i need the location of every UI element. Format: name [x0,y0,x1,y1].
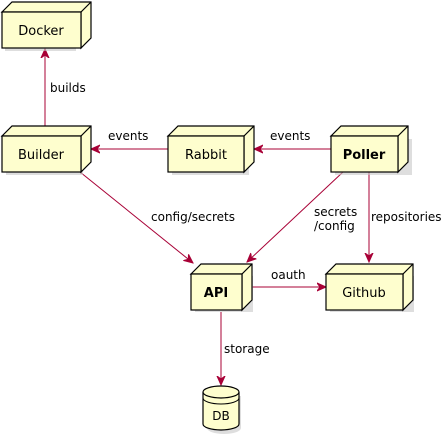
edge-label-builds: builds [50,81,86,95]
node-api[interactable]: API [189,263,253,312]
edge-label-config-secrets: config/secrets [151,210,235,224]
node-label-db: DB [212,409,229,423]
edge-repositories: repositories [369,172,442,262]
node-docker[interactable]: Docker [0,1,92,51]
edge-storage: storage [221,312,270,385]
node-github[interactable]: Github [324,263,414,312]
node-label-poller: Poller [343,148,386,163]
node-poller[interactable]: Poller [329,125,412,175]
edge-secrets-config: secrets /config [247,171,357,262]
node-label-builder: Builder [18,148,65,163]
edge-events-poller-rabbit: events [254,129,331,149]
edge-events-rabbit-builder: events [91,129,168,149]
edge-builds: builds [45,49,86,126]
node-rabbit[interactable]: Rabbit [166,125,255,175]
edge-config-secrets: config/secrets [79,171,235,263]
edge-oauth: oauth [252,268,326,287]
node-builder[interactable]: Builder [0,125,92,175]
node-label-github: Github [342,286,386,301]
node-db[interactable]: DB [202,385,241,434]
edge-label-oauth: oauth [271,268,306,282]
edge-label-secrets: secrets [314,205,357,219]
edge-label-repositories: repositories [371,210,442,224]
node-label-docker: Docker [18,24,64,39]
edge-label-storage: storage [224,342,270,356]
node-label-rabbit: Rabbit [185,148,227,163]
edge-label-events-rabbit: events [108,129,148,143]
edge-label-config: /config [314,219,355,233]
edge-label-events-poller: events [270,129,310,143]
node-label-api: API [204,286,228,301]
